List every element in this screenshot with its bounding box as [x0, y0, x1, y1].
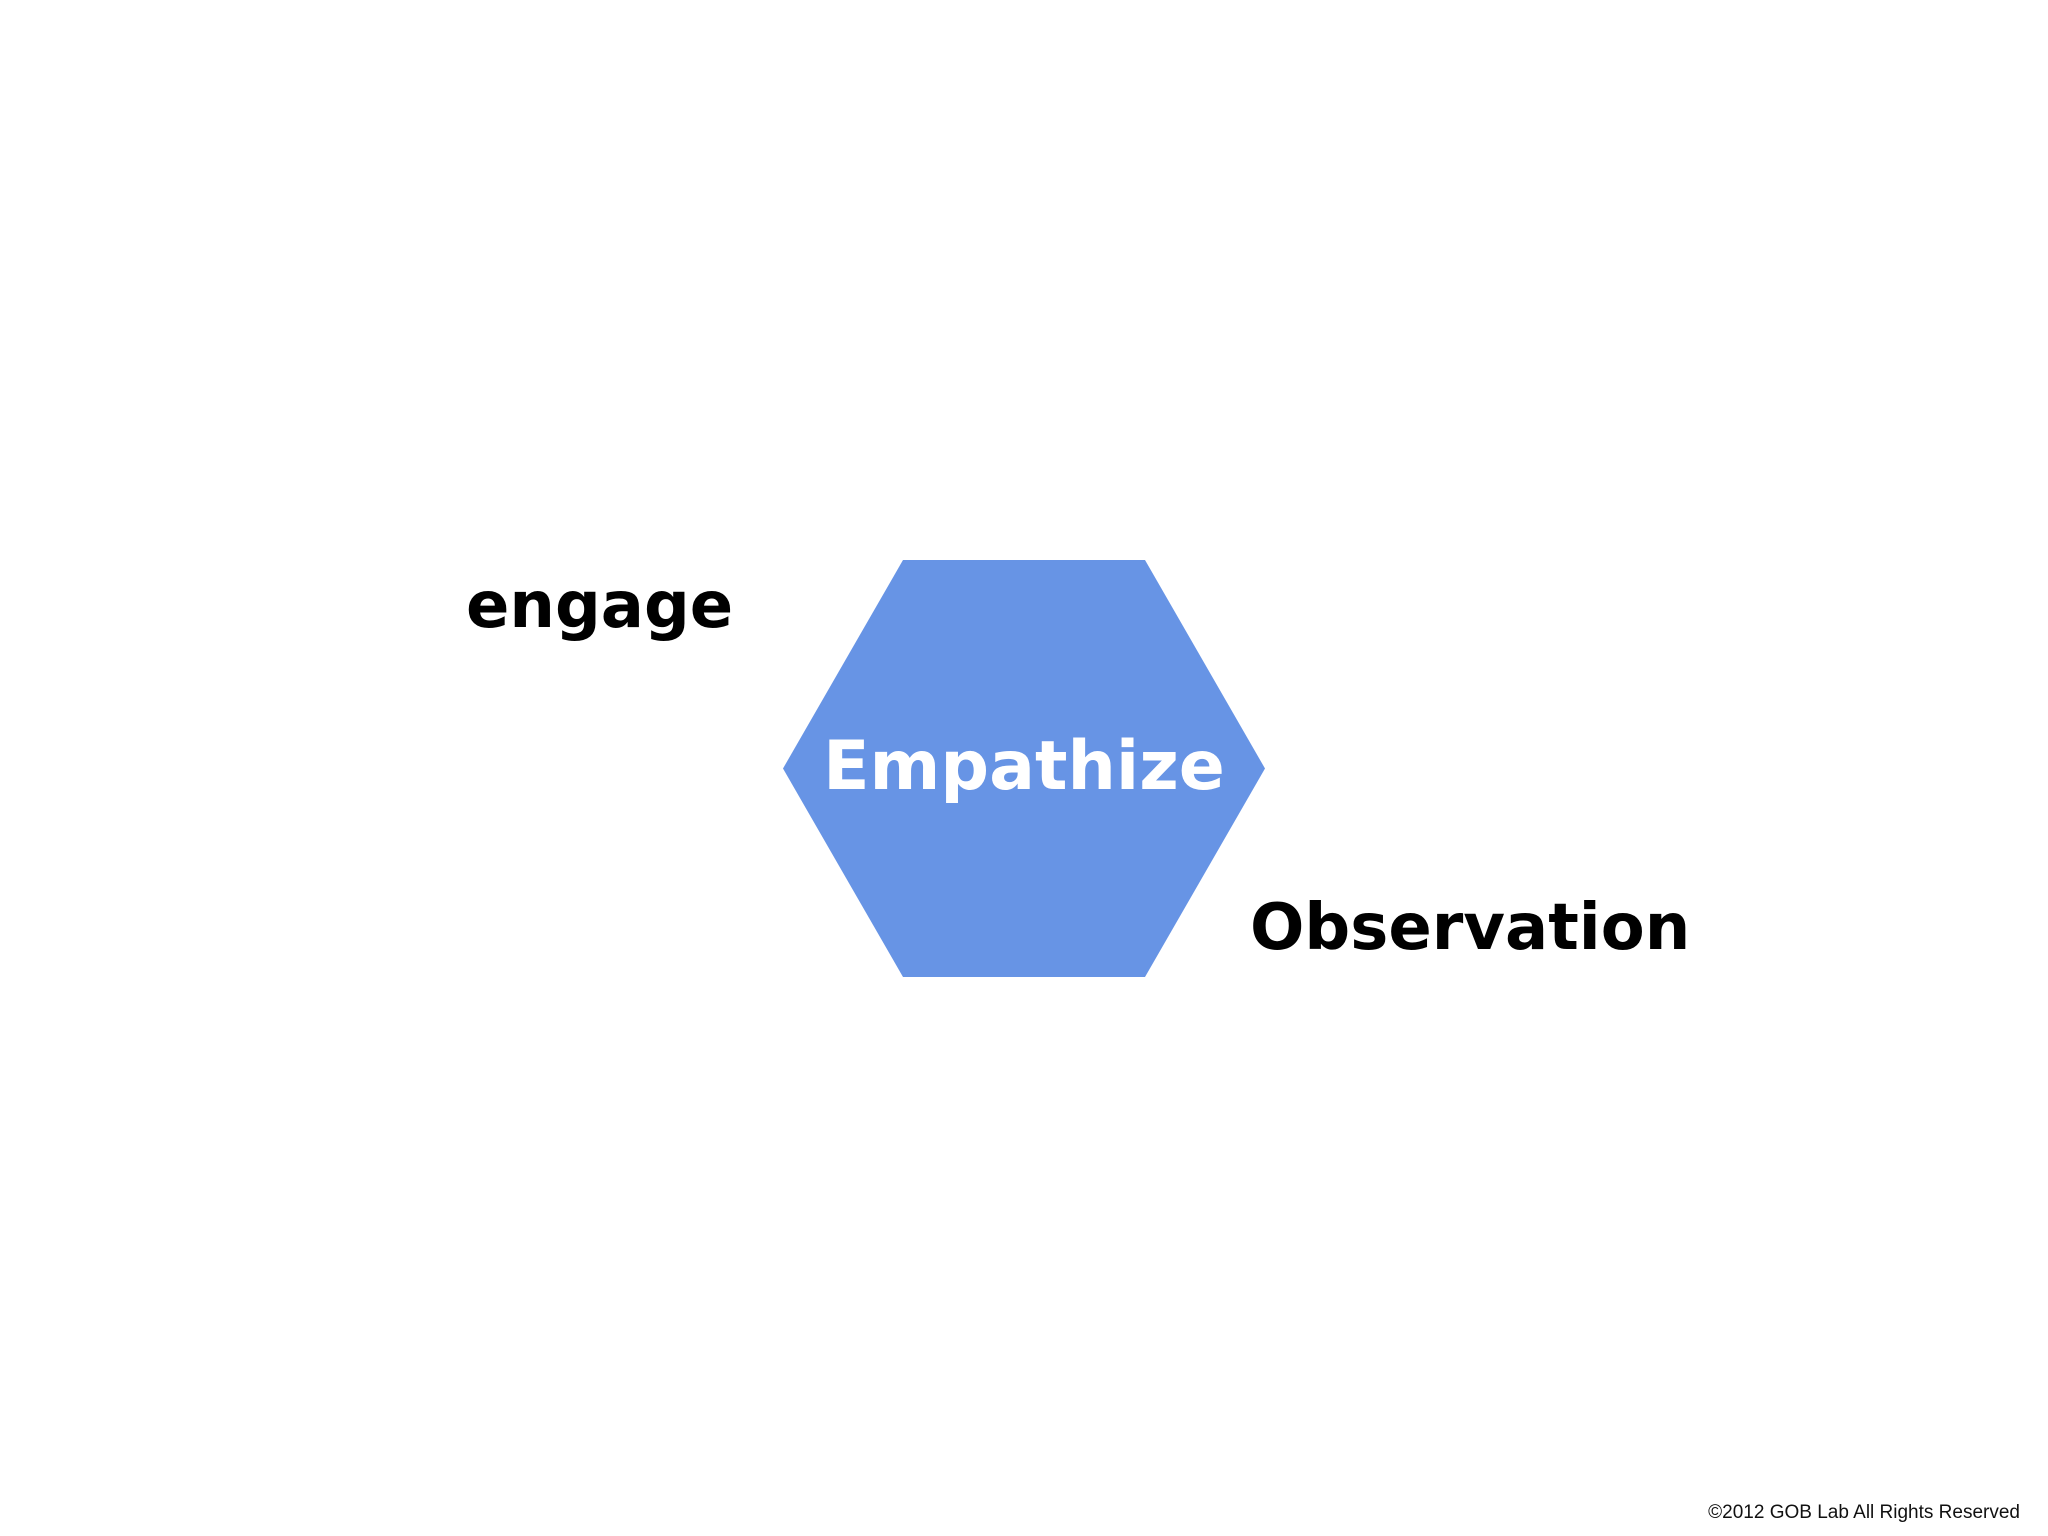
engage-label: engage: [466, 569, 734, 643]
copyright-notice: ©2012 GOB Lab All Rights Reserved: [1708, 1502, 2020, 1523]
hexagon-polygon: [783, 560, 1265, 977]
hexagon-shape: [783, 560, 1265, 977]
observation-label: Observation: [1250, 891, 1691, 965]
hexagon-label: Empathize: [823, 727, 1225, 806]
empathize-hexagon: Empathize: [783, 560, 1265, 977]
